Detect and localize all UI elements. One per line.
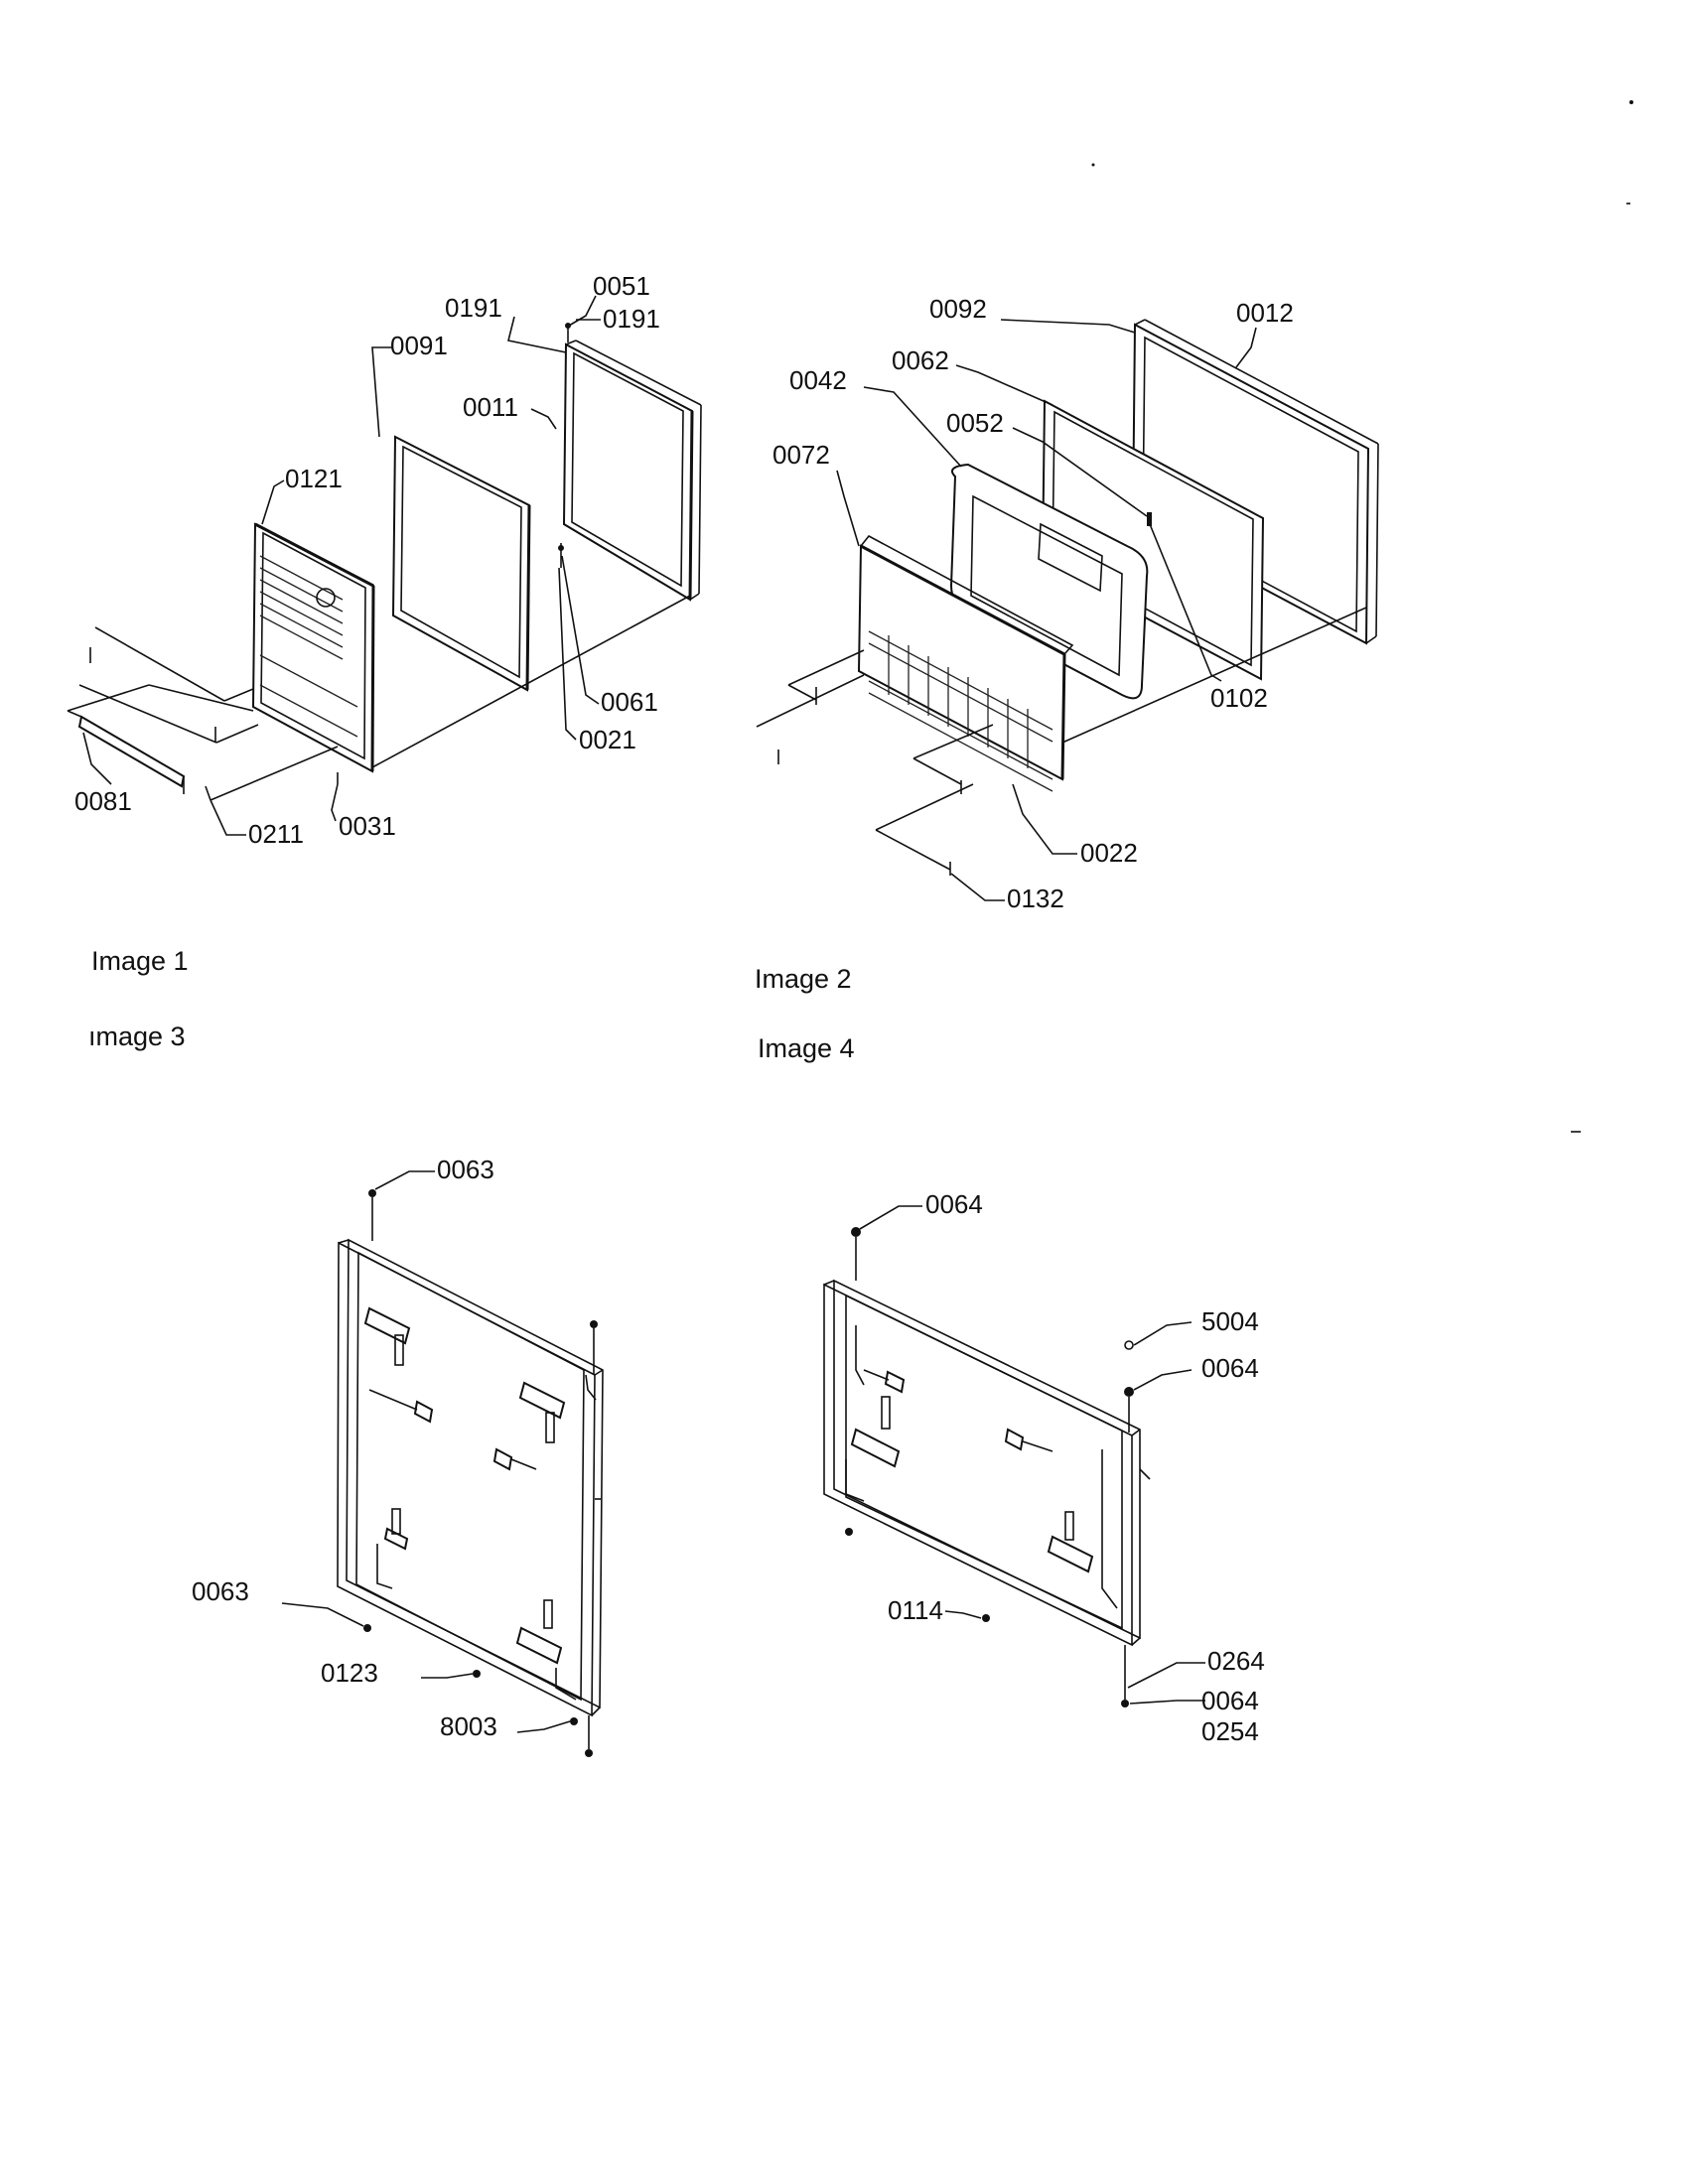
callout-0063-bottom: 0063 xyxy=(192,1576,249,1606)
hinge-brackets-4 xyxy=(845,1325,1151,1609)
callout-0052: 0052 xyxy=(946,408,1004,438)
fasteners-3 xyxy=(363,1189,601,1757)
drawer-basket xyxy=(857,534,1074,792)
liner-shelf-ribs xyxy=(259,555,358,738)
callout-0264: 0264 xyxy=(1207,1646,1265,1676)
diagram-2-exploded-drawer: 0092 0012 0062 0042 0052 0072 0102 0022 … xyxy=(755,294,1379,994)
callout-0091: 0091 xyxy=(390,331,448,360)
diagram-3-door-frame: 0063 0063 0123 8003 xyxy=(192,1155,604,1757)
frame-outline-4 xyxy=(823,1279,1141,1647)
scan-specks xyxy=(1091,100,1633,1133)
caption-image-2: Image 2 xyxy=(755,964,852,994)
callout-labels-1: 0051 0191 0191 0091 0011 0121 0061 0021 … xyxy=(74,271,660,849)
callout-0254: 0254 xyxy=(1201,1716,1259,1746)
callout-labels-4: 0064 5004 0064 0114 0264 0064 0254 xyxy=(888,1189,1265,1746)
callout-0191-b: 0191 xyxy=(445,293,502,323)
door-hardware xyxy=(89,323,571,801)
callout-0022: 0022 xyxy=(1080,838,1138,868)
callout-labels-2: 0092 0012 0062 0042 0052 0072 0102 0022 … xyxy=(772,294,1294,913)
callout-0211: 0211 xyxy=(248,819,304,849)
callout-0121: 0121 xyxy=(285,464,343,493)
diagram-1-exploded-door: 0051 0191 0191 0091 0011 0121 0061 0021 … xyxy=(67,271,702,976)
callout-5004: 5004 xyxy=(1201,1306,1259,1336)
outer-door-panel xyxy=(562,340,702,602)
assembly-lines-1 xyxy=(67,595,691,801)
callout-labels-3: 0063 0063 0123 8003 xyxy=(192,1155,497,1741)
diagram-4-drawer-frame: 0064 5004 0064 0114 0264 0064 0254 xyxy=(823,1189,1265,1746)
fasteners-4 xyxy=(845,1227,1134,1707)
callout-0102: 0102 xyxy=(1210,683,1268,713)
door-liner xyxy=(251,522,375,773)
callout-0031: 0031 xyxy=(339,811,396,841)
callout-0051: 0051 xyxy=(593,271,650,301)
callout-0064-top: 0064 xyxy=(925,1189,983,1219)
callout-0063-top: 0063 xyxy=(437,1155,494,1184)
callout-leaders-3 xyxy=(281,1170,571,1733)
callout-0072: 0072 xyxy=(772,440,830,470)
caption-image-3: ımage 3 xyxy=(88,1022,186,1051)
callout-0064-mid: 0064 xyxy=(1201,1353,1259,1383)
basket-bars xyxy=(868,630,1053,792)
callout-0042: 0042 xyxy=(789,365,847,395)
callout-0011: 0011 xyxy=(463,392,518,422)
door-handle xyxy=(67,710,186,794)
assembly-lines-2 xyxy=(756,607,1367,871)
caption-image-4: Image 4 xyxy=(758,1033,855,1063)
callout-0062: 0062 xyxy=(892,345,949,375)
callout-0064-bottom: 0064 xyxy=(1201,1686,1259,1715)
callout-leaders-4 xyxy=(859,1205,1205,1705)
callout-8003: 8003 xyxy=(440,1711,497,1741)
callout-leaders-1 xyxy=(82,295,601,836)
callout-0061: 0061 xyxy=(601,687,658,717)
callout-leaders-2 xyxy=(836,319,1257,901)
callout-0081: 0081 xyxy=(74,786,132,816)
frame-outline-3 xyxy=(337,1238,604,1717)
callout-0021: 0021 xyxy=(579,725,636,754)
drawer-hardware xyxy=(777,512,1152,876)
callout-0092: 0092 xyxy=(929,294,987,324)
callout-0123: 0123 xyxy=(321,1658,378,1688)
callout-0191-a: 0191 xyxy=(603,304,660,334)
caption-image-1: Image 1 xyxy=(91,946,189,976)
callout-0132: 0132 xyxy=(1007,884,1064,913)
hinge-brackets-3 xyxy=(363,1306,597,1701)
door-gasket xyxy=(391,435,531,692)
callout-0114: 0114 xyxy=(888,1595,943,1625)
callout-0012: 0012 xyxy=(1236,298,1294,328)
